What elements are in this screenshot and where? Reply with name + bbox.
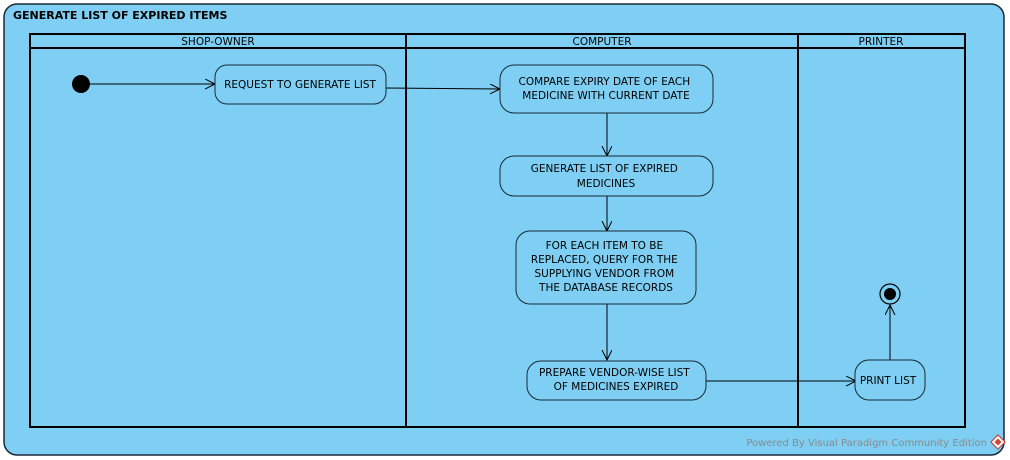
control-flows	[90, 84, 890, 381]
action-label: MEDICINES	[577, 178, 636, 190]
svg-text:PREPARE VENDOR-WISE LIST: PREPARE VENDOR-WISE LIST OF MEDICINES EX…	[539, 367, 693, 393]
flow-request-to-compare	[385, 88, 500, 89]
action-query-supplying-vendor: FOR EACH ITEM TO BE REPLACED, QUERY FOR …	[515, 230, 697, 305]
diagram-frame	[3, 3, 1005, 456]
watermark-text: Powered By Visual Paradigm Community Edi…	[746, 438, 987, 449]
action-label: PREPARE VENDOR-WISE LIST	[539, 367, 690, 379]
action-label: COMPARE EXPIRY DATE OF EACH	[519, 76, 691, 88]
svg-text:GENERATE LIST OF EXPIRED: GENERATE LIST OF EXPIRED MEDICINES	[531, 163, 682, 190]
svg-text:REQUEST TO GENERATE LIST: REQUEST TO GENERATE LIST	[224, 79, 376, 91]
action-generate-list-of-expired-medicines: GENERATE LIST OF EXPIRED MEDICINES	[499, 155, 714, 197]
action-label: OF MEDICINES EXPIRED	[554, 381, 679, 393]
action-label: REPLACED, QUERY FOR THE	[531, 254, 678, 266]
action-label: SUPPLYING VENDOR FROM	[535, 268, 675, 280]
action-label: MEDICINE WITH CURRENT DATE	[522, 90, 689, 102]
action-label: REQUEST TO GENERATE LIST	[224, 79, 376, 91]
swimlane-container	[29, 33, 966, 428]
action-prepare-vendor-wise-list: PREPARE VENDOR-WISE LIST OF MEDICINES EX…	[526, 360, 707, 401]
action-label: THE DATABASE RECORDS	[538, 282, 673, 294]
svg-text:PRINT LIST: PRINT LIST	[860, 375, 917, 387]
action-compare-expiry-date: COMPARE EXPIRY DATE OF EACH MEDICINE WIT…	[499, 64, 714, 114]
svg-text:FOR EACH ITEM TO BE REPL: FOR EACH ITEM TO BE REPLACED, QUERY FOR …	[531, 240, 681, 294]
final-node	[879, 283, 901, 305]
action-label: FOR EACH ITEM TO BE	[546, 240, 664, 252]
action-request-to-generate-list: REQUEST TO GENERATE LIST	[214, 64, 387, 105]
swimlanes: SHOP-OWNER COMPUTER PRINTER	[29, 33, 966, 428]
action-label: GENERATE LIST OF EXPIRED	[531, 163, 678, 175]
visual-paradigm-logo-icon	[990, 434, 1006, 450]
action-label: PRINT LIST	[860, 375, 917, 387]
action-print-list: PRINT LIST	[854, 359, 926, 401]
lane-label-printer: PRINTER	[859, 36, 904, 48]
svg-text:COMPARE EXPIRY DATE OF EACH: COMPARE EXPIRY DATE OF EACH MEDICINE WIT…	[519, 76, 694, 102]
initial-node	[72, 75, 90, 93]
diagram-title: GENERATE LIST OF EXPIRED ITEMS	[13, 9, 227, 22]
lane-label-computer: COMPUTER	[572, 36, 631, 48]
lane-label-shop-owner: SHOP-OWNER	[181, 36, 254, 48]
